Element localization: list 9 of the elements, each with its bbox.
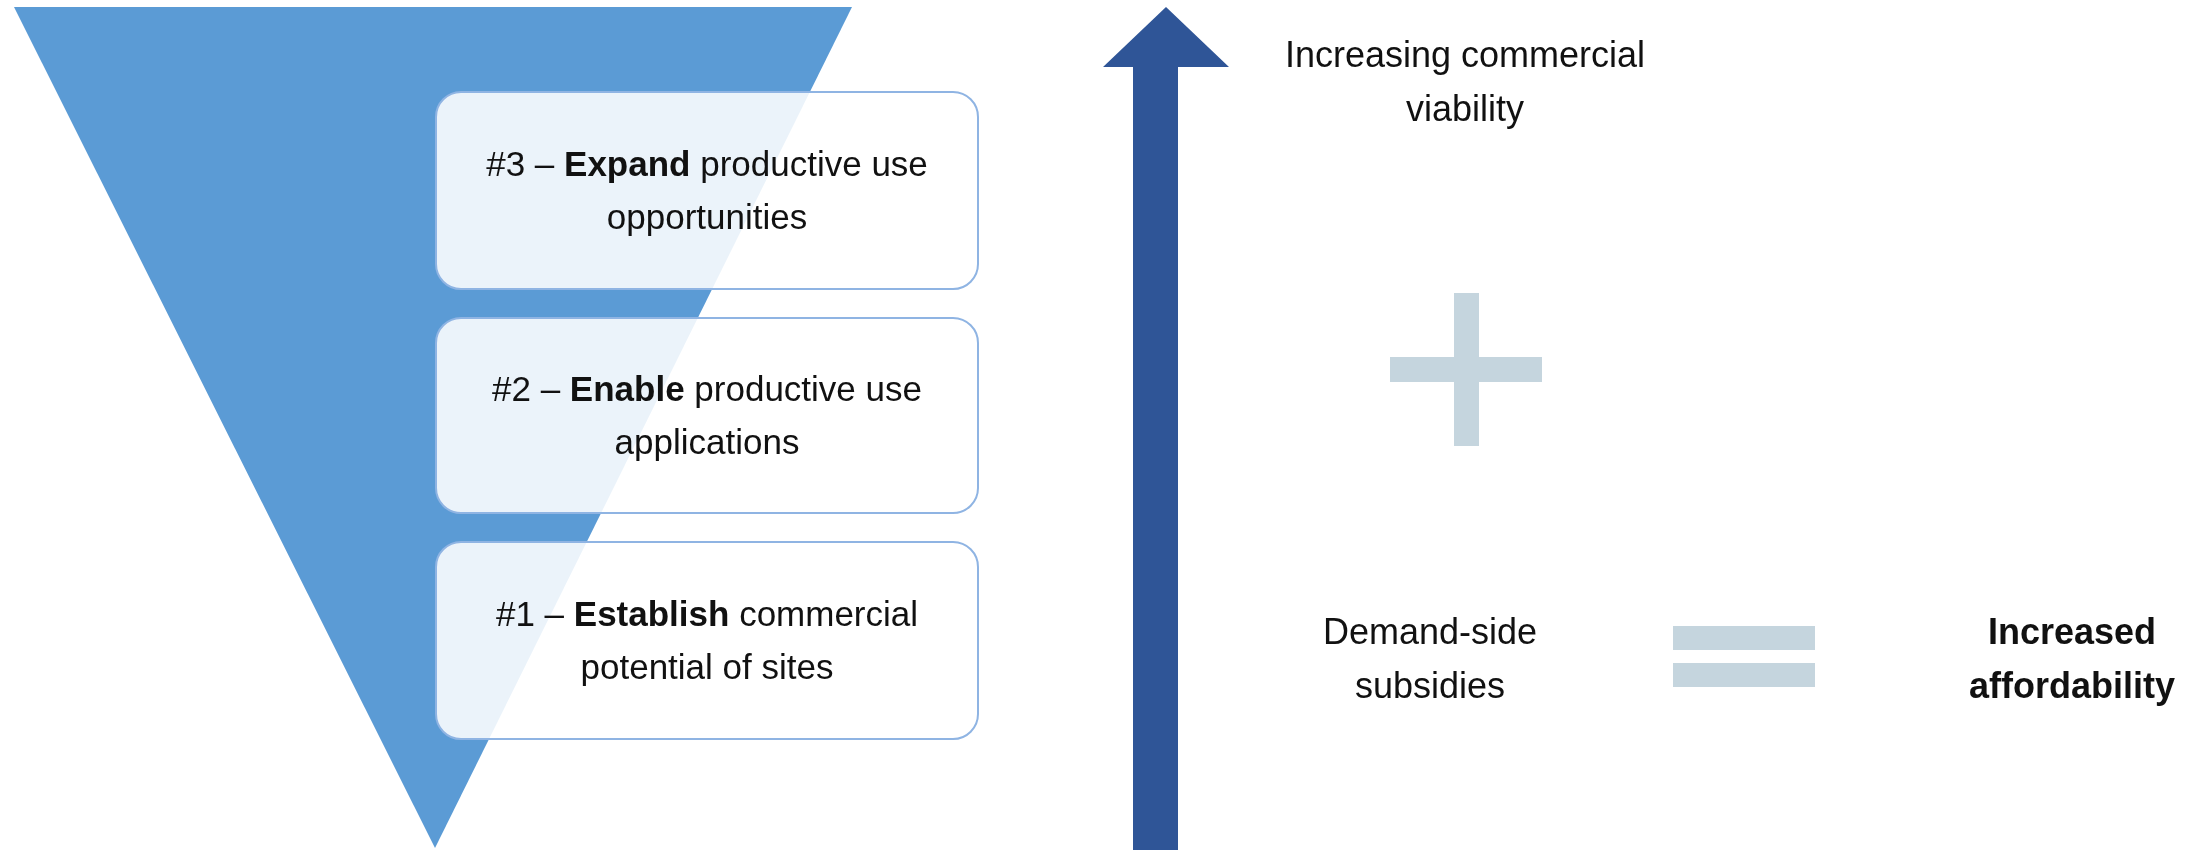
annotation-text: Increased affordability (1968, 610, 2176, 708)
step-box (435, 317, 979, 514)
step-box (435, 91, 979, 290)
step-text: #3 – Expand productive use opportunities (485, 143, 929, 238)
step-text: #2 – Enable productive use applications (491, 368, 923, 463)
step-text: #1 – Establish commercial potential of sites (494, 593, 920, 688)
annotation-text: Demand-side subsidies (1321, 610, 1539, 708)
step-box (435, 541, 979, 740)
annotation-text: Increasing commercial viability (1283, 33, 1647, 131)
